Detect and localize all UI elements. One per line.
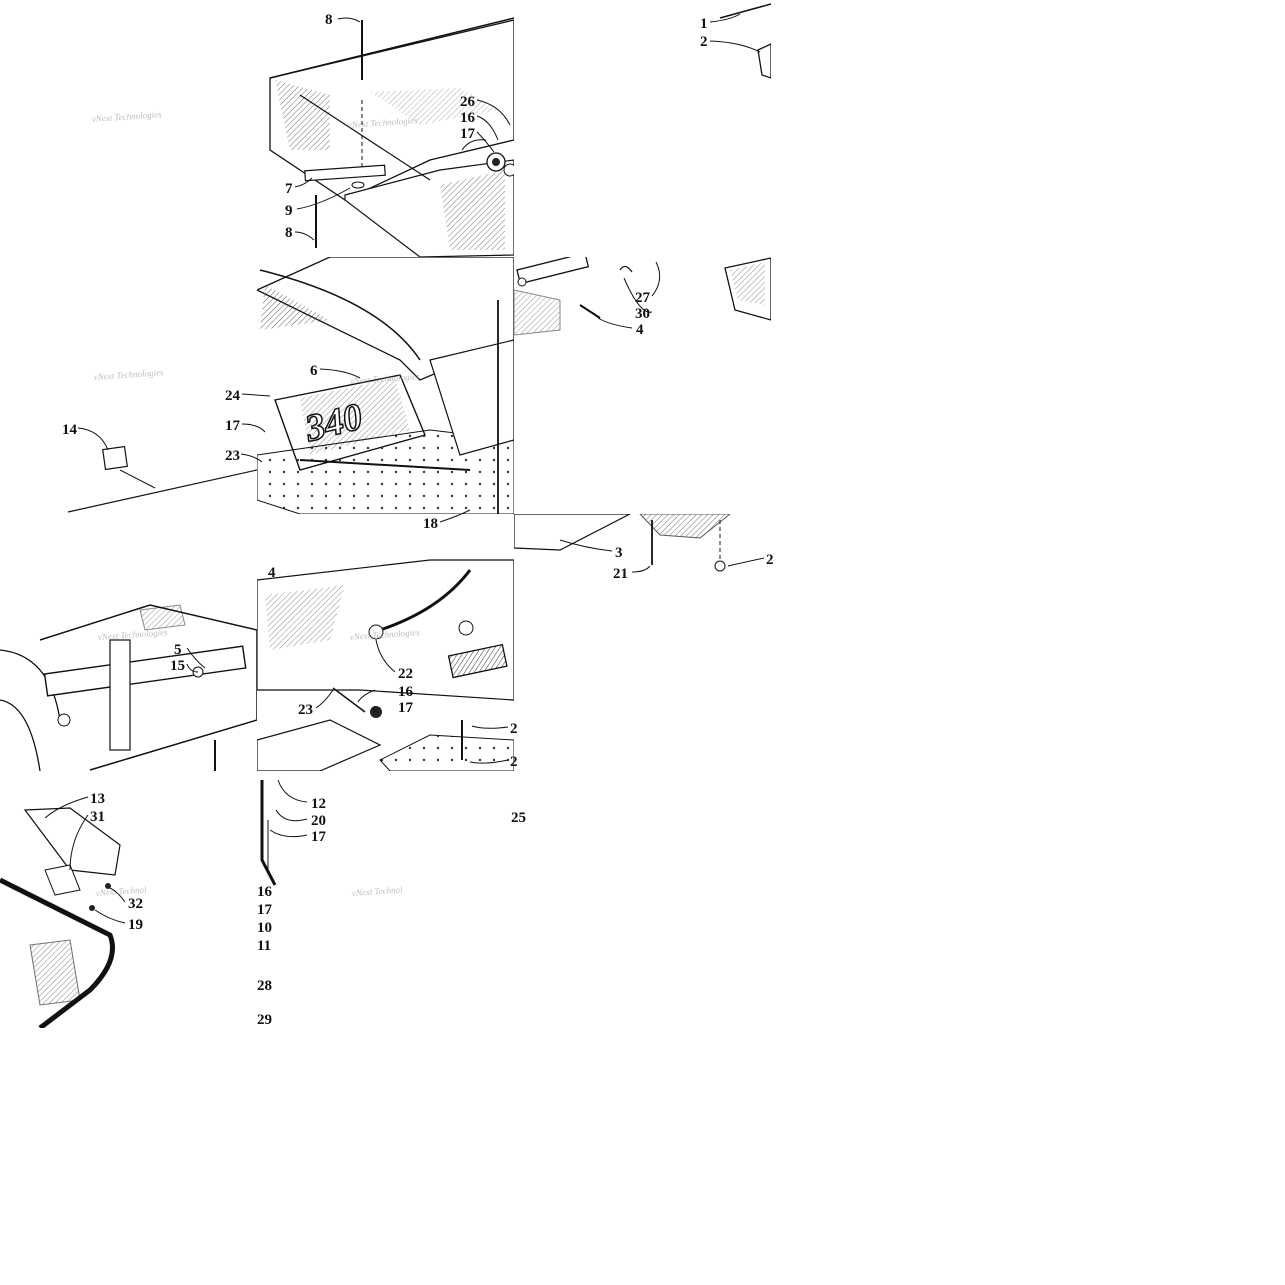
callout-27: 27 (635, 290, 651, 306)
watermark-text: vNext Technologies (349, 371, 420, 386)
callout-30: 30 (635, 306, 650, 322)
watermark-text: vNext Technologies (349, 627, 420, 642)
tile-center-bottom (260, 780, 277, 886)
callout-24: 24 (225, 388, 241, 404)
callout-23: 23 (225, 448, 240, 464)
callout-16: 16 (398, 684, 414, 700)
callout-3: 3 (615, 545, 623, 561)
callout-11: 11 (257, 938, 271, 954)
callout-28: 28 (257, 978, 272, 994)
callout-17: 17 (460, 126, 476, 142)
watermark-text: vNext Technol (351, 884, 403, 898)
callout-26: 26 (460, 94, 476, 110)
callout-8: 8 (285, 225, 293, 241)
callout-4: 4 (636, 322, 644, 338)
tile-right-middle (514, 257, 771, 336)
callout-15: 15 (170, 658, 185, 674)
tile-top-center (269, 17, 514, 257)
callout-25: 25 (511, 810, 526, 826)
callout-16: 16 (257, 884, 273, 900)
callout-10: 10 (257, 920, 272, 936)
callout-4: 4 (268, 565, 276, 581)
callout-22: 22 (398, 666, 413, 682)
tile-left-middle (67, 445, 257, 513)
watermarks: vNext Technologies vNext Technologies vN… (91, 109, 420, 898)
callout-29: 29 (257, 1012, 272, 1028)
watermark-text: vNext Technologies (93, 367, 164, 382)
callout-17: 17 (257, 902, 273, 918)
tile-center: 340 (257, 257, 514, 514)
callout-14: 14 (62, 422, 78, 438)
callout-23: 23 (298, 702, 313, 718)
callout-2: 2 (766, 552, 774, 568)
callout-16: 16 (460, 110, 476, 126)
tile-right-lower (514, 514, 731, 572)
callout-9: 9 (285, 203, 293, 219)
callout-6: 6 (310, 363, 318, 379)
callout-18: 18 (423, 516, 438, 532)
callout-2: 2 (700, 34, 708, 50)
callout-7: 7 (285, 181, 293, 197)
watermark-text: vNext Technologies (97, 627, 168, 642)
callout-13: 13 (90, 791, 105, 807)
callout-17: 17 (311, 829, 327, 845)
callout-21: 21 (613, 566, 628, 582)
callout-1: 1 (700, 16, 708, 32)
callout-20: 20 (311, 813, 326, 829)
callout-2: 2 (510, 754, 518, 770)
callout-12: 12 (311, 796, 326, 812)
callout-19: 19 (128, 917, 143, 933)
watermark-text: vNext Technologies (347, 115, 418, 130)
tile-left-bottom (0, 807, 121, 1028)
callout-8: 8 (325, 12, 333, 28)
leader-lines (44, 13, 765, 924)
callout-31: 31 (90, 809, 105, 825)
watermark-text: vNext Technol (95, 884, 147, 898)
callout-17: 17 (225, 418, 241, 434)
tile-center-lower (257, 559, 514, 771)
callout-labels: 8 1 2 26 16 17 7 9 8 27 30 4 6 24 17 23 … (62, 12, 774, 1028)
callout-32: 32 (128, 896, 143, 912)
tile-top-right (719, 3, 771, 79)
watermark-text: vNext Technologies (91, 109, 162, 124)
callout-5: 5 (174, 642, 182, 658)
callout-17: 17 (398, 700, 414, 716)
callout-2: 2 (510, 721, 518, 737)
